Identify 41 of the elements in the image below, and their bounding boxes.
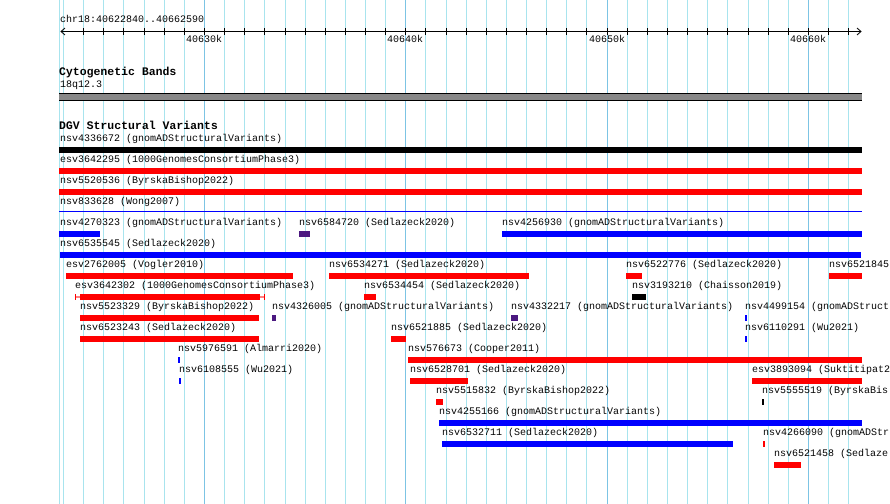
feature-label: esv3893094 (Suktitipat2 — [752, 365, 890, 377]
feature-label: nsv6532711 (Sedlazeck2020) — [442, 428, 598, 440]
location-label: chr18:40622840..40662590 — [60, 15, 204, 27]
track-heading: DGV Structural Variants — [59, 121, 218, 133]
feature-label: nsv6522776 (Sedlazeck2020) — [626, 260, 782, 272]
feature-label: esv2762005 (Vogler2010) — [66, 260, 204, 272]
tick-label: 40640k — [387, 35, 423, 47]
feature-label: nsv4499154 (gnomADStruct — [745, 302, 890, 314]
feature-label: nsv6584720 (Sedlazeck2020) — [299, 218, 456, 230]
feature-label: nsv5555519 (ByrskaBis — [762, 386, 888, 398]
feature-label: nsv4336672 (gnomADStructuralVariants) — [60, 134, 282, 146]
feature-label: nsv4326005 (gnomADStructuralVariants) — [272, 302, 494, 314]
feature-label: nsv6528701 (Sedlazeck2020) — [410, 365, 566, 377]
track-heading: Cytogenetic Bands — [59, 67, 176, 79]
feature-label: nsv3193210 (Chaisson2019) — [632, 281, 782, 293]
feature-label: nsv833628 (Wong2007) — [60, 197, 180, 209]
feature-label: nsv6521845 — [829, 260, 890, 272]
feature-label: nsv4332217 (gnomADStructuralVariants) — [511, 302, 734, 314]
feature-label: esv3642295 (1000GenomesConsortiumPhase3) — [60, 155, 300, 167]
feature-label: esv3642302 (1000GenomesConsortiumPhase3) — [75, 281, 316, 293]
feature-label: nsv6521458 (Sedlaze — [774, 449, 888, 461]
feature-label: nsv5523329 (ByrskaBishop2022) — [80, 302, 254, 314]
feature-label: nsv6523243 (Sedlazeck2020) — [80, 323, 236, 335]
feature-label: nsv6534271 (Sedlazeck2020) — [329, 260, 486, 272]
feature-label: nsv6110291 (Wu2021) — [745, 323, 860, 335]
feature-label: nsv4255166 (gnomADStructuralVariants) — [439, 407, 662, 419]
feature-label: nsv4266090 (gnomADStr — [763, 428, 890, 440]
band-label: 18q12.3 — [60, 80, 102, 92]
feature-label: nsv5515832 (ByrskaBishop2022) — [436, 386, 610, 398]
feature-label: nsv576673 (Cooper2011) — [408, 344, 540, 356]
tick-label: 40630k — [186, 35, 222, 47]
feature-label: nsv5520536 (ByrskaBishop2022) — [60, 176, 234, 188]
feature-label: nsv5976591 (Almarri2020) — [178, 344, 322, 356]
tick-label: 40650k — [589, 35, 625, 47]
feature-label: nsv6108555 (Wu2021) — [179, 365, 294, 377]
feature-label: nsv6535545 (Sedlazeck2020) — [60, 239, 216, 251]
tick-label: 40660k — [790, 35, 826, 47]
feature-label: nsv6534454 (Sedlazeck2020) — [364, 281, 520, 293]
feature-label: nsv4270323 (gnomADStructuralVariants) — [60, 218, 282, 230]
feature-label: nsv4256930 (gnomADStructuralVariants) — [502, 218, 724, 230]
feature-label: nsv6521885 (Sedlazeck2020) — [391, 323, 548, 335]
